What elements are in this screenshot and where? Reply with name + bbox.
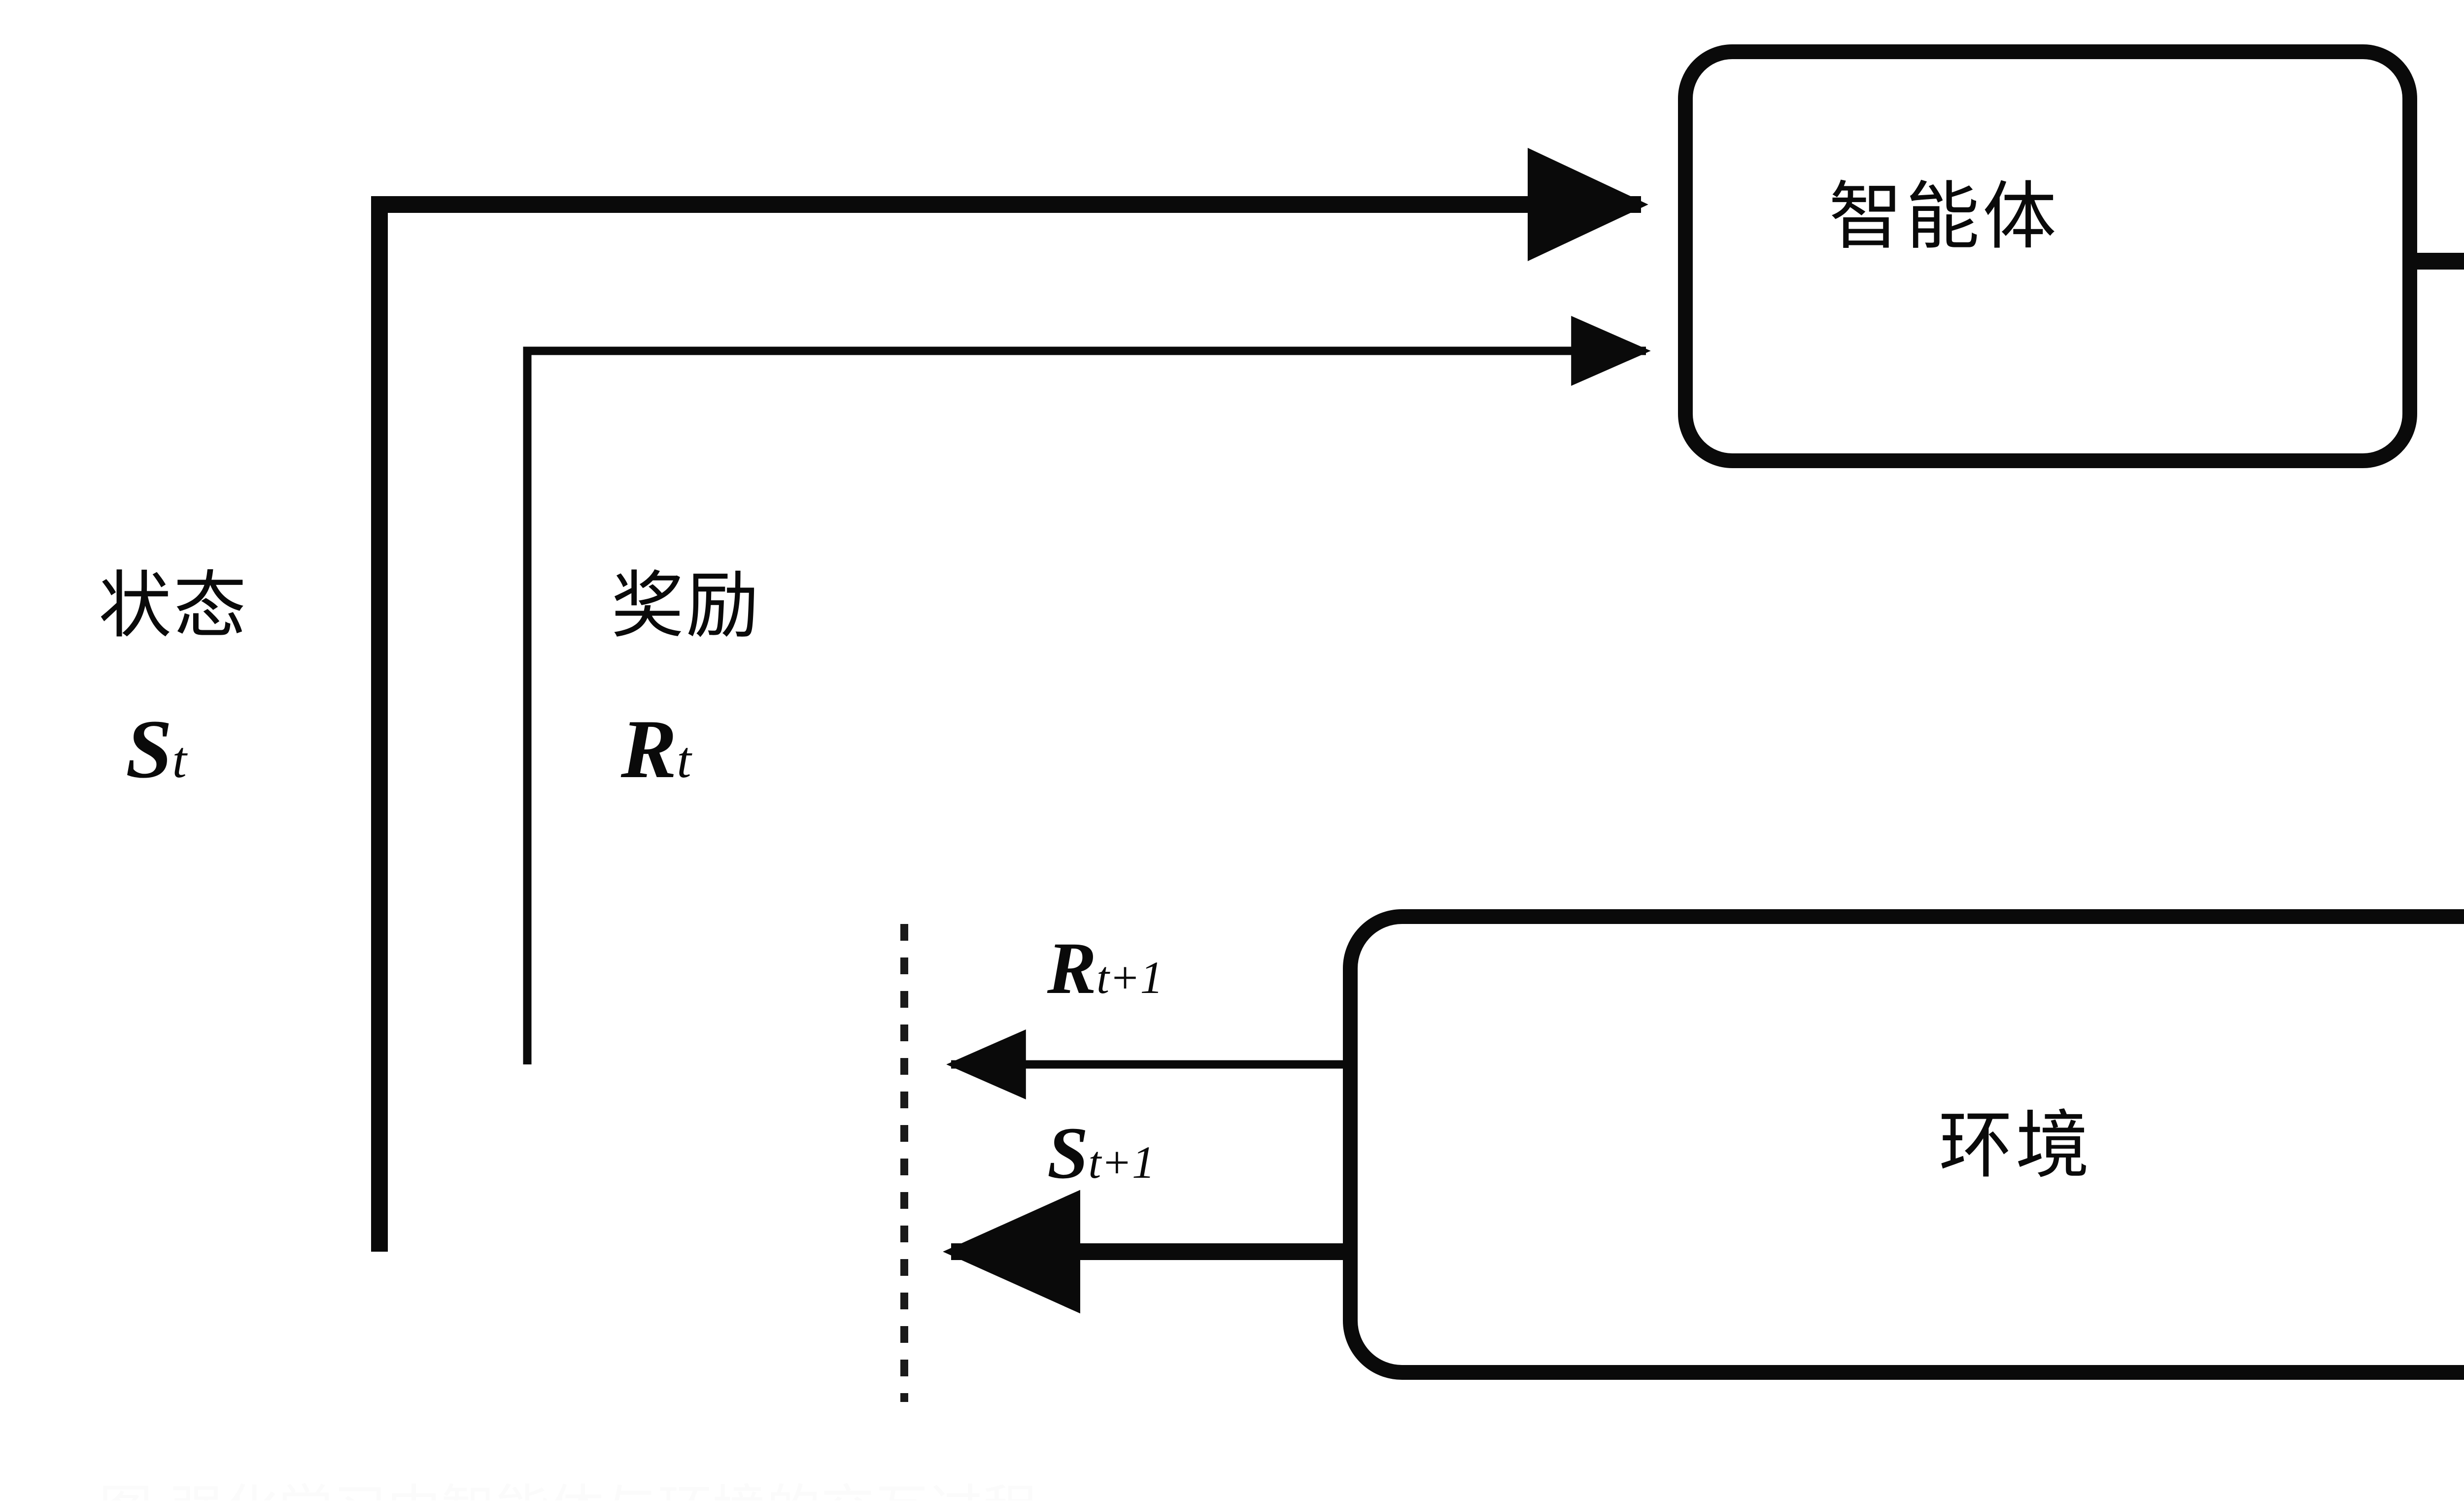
reward-symbol-base: R <box>621 703 677 795</box>
reward-path-to-agent <box>523 315 1651 1064</box>
reward-edge-word: 奖励 <box>611 563 761 648</box>
state-path-to-agent <box>371 147 1648 1252</box>
next-state-symbol-base: S <box>1047 1112 1089 1194</box>
agent-box[interactable] <box>1678 44 2417 468</box>
state-symbol-subscript: t <box>172 731 187 788</box>
figure-caption: 图 强化学习中智能体与环境的交互过程 <box>99 1466 1774 1501</box>
next-reward-symbol-base: R <box>1047 927 1097 1009</box>
environment-box-label: 环境 <box>1938 1103 2093 1189</box>
agent-box-label: 智能体 <box>1828 174 2060 260</box>
next-state-symbol-subscript: t+1 <box>1088 1137 1155 1188</box>
next-reward-label: Rt+1 <box>1047 931 1163 1005</box>
state-edge-word: 状态 <box>99 563 248 648</box>
reward-edge-symbol: Rt <box>621 707 691 791</box>
state-symbol-base: S <box>126 703 172 795</box>
next-reward-symbol-subscript: t+1 <box>1096 953 1164 1003</box>
state-edge-symbol: St <box>126 707 187 791</box>
reward-symbol-subscript: t <box>677 731 691 788</box>
environment-box[interactable] <box>1343 909 2464 1380</box>
next-state-label: St+1 <box>1047 1116 1155 1190</box>
